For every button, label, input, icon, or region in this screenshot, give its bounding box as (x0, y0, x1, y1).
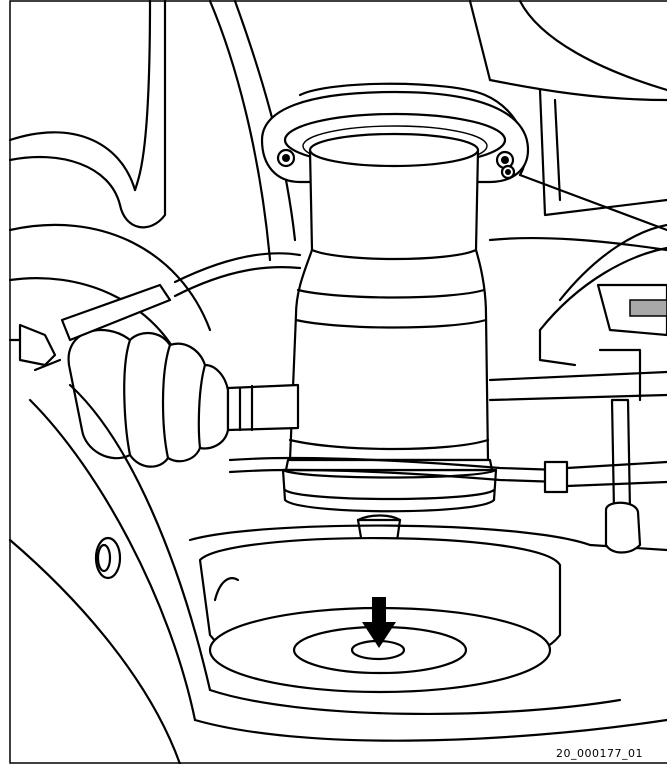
wheel-arch-panel (8, 0, 667, 362)
tie-rod-end (8, 283, 172, 372)
drive-shaft (226, 383, 300, 432)
brake-hose (173, 236, 667, 298)
down-arrow-icon (362, 597, 396, 648)
stabilizer-link (538, 223, 667, 554)
frame-border (9, 0, 667, 764)
lower-control-arm (8, 383, 667, 764)
lateral-link (228, 370, 667, 494)
drive-shaft-boot (67, 328, 230, 468)
air-spring-bellows (288, 132, 490, 462)
figure-code: 20_000177_01 (556, 747, 643, 760)
spring-lower-piston (281, 458, 498, 513)
control-arm-bushing (94, 536, 122, 580)
right-bracket-shade (629, 299, 667, 317)
